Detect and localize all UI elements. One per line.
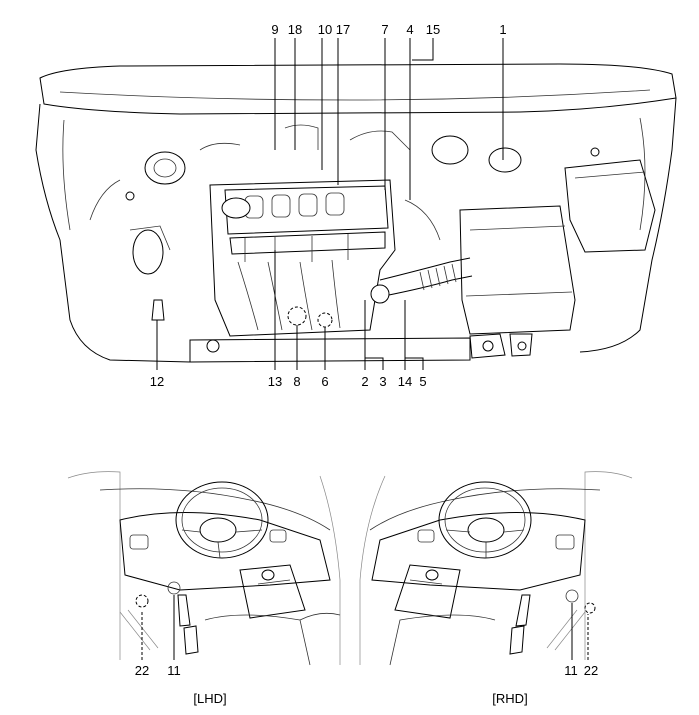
rhd-caption: [RHD]: [492, 691, 527, 706]
callout-18: 18: [288, 22, 302, 37]
callout-10: 10: [318, 22, 332, 37]
engine-leader-lines: [156, 38, 504, 370]
callout-9: 9: [271, 22, 278, 37]
lhd-callout-22: 22: [135, 663, 149, 678]
lhd-callout-11: 11: [167, 663, 181, 678]
callout-7: 7: [381, 22, 388, 37]
callout-13: 13: [268, 374, 282, 389]
rhd-callout-22: 22: [584, 663, 598, 678]
callout-12: 12: [150, 374, 164, 389]
rhd-leader-lines: [571, 603, 589, 660]
lhd-leader-lines: [141, 595, 175, 660]
callout-8: 8: [293, 374, 300, 389]
callout-17: 17: [336, 22, 350, 37]
callout-4: 4: [406, 22, 413, 37]
callout-2: 2: [361, 374, 368, 389]
lhd-caption: [LHD]: [193, 691, 226, 706]
callout-6: 6: [321, 374, 328, 389]
lhd-interior-illustration: [67, 471, 341, 666]
callout-3: 3: [379, 374, 386, 389]
rhd-callout-11: 11: [564, 663, 578, 678]
callout-14: 14: [398, 374, 412, 389]
callout-5: 5: [419, 374, 426, 389]
engine-callout-labels: 1 9 18 10 17 7 4 15 12 13 8 6 2 3 14 5: [150, 22, 507, 389]
rhd-callout-labels: 11 22 [RHD]: [492, 663, 598, 706]
engine-bay-illustration: [35, 63, 677, 363]
rhd-interior-illustration: [359, 471, 633, 666]
callout-1: 1: [499, 22, 506, 37]
lhd-callout-labels: 22 11 [LHD]: [135, 663, 227, 706]
callout-15: 15: [426, 22, 440, 37]
